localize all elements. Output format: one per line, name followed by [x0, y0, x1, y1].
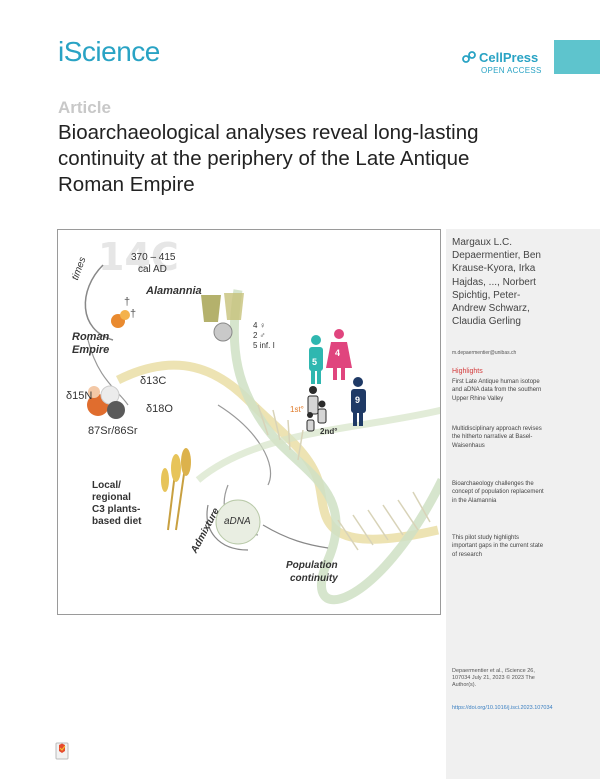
male-figure-icon	[309, 335, 323, 384]
cross-icon: †	[124, 296, 130, 308]
journal-name: iScience	[58, 36, 160, 67]
graphical-abstract: 14C † †	[57, 229, 441, 615]
glass-beaker-icon	[201, 295, 221, 322]
arrow-curve	[262, 524, 329, 549]
highlights-heading: Highlights	[452, 368, 483, 375]
correspondence-email[interactable]: m.depaermentier@unibas.ch	[452, 350, 517, 356]
dna-strand	[195, 406, 440, 483]
dna-strand	[115, 360, 440, 544]
location-dot	[120, 310, 130, 320]
female-count: 4	[335, 348, 341, 358]
adna-label: aDNA	[224, 516, 251, 527]
highlight-item: First Late Antique human isotope and aDN…	[452, 379, 542, 402]
roman-label-line1: Roman	[72, 331, 110, 343]
author-list: Margaux L.C. Depaermentier, Ben Krause-K…	[452, 237, 541, 328]
dna-strand	[229, 289, 440, 605]
timeline-arrow	[84, 264, 114, 341]
diet-line2: regional	[92, 492, 131, 503]
cellpress-icon	[462, 51, 476, 63]
group-count: 9	[355, 395, 361, 405]
check-for-updates-icon[interactable]	[55, 742, 69, 760]
first-degree-label: 1st°	[290, 405, 304, 414]
sex-male-count: 2 ♂	[253, 331, 266, 340]
coin-icon	[213, 322, 233, 342]
population-line2: continuity	[290, 573, 338, 584]
c14-watermark: 14C	[98, 235, 179, 279]
isotope-label-c: δ13C	[140, 375, 167, 387]
isotope-ball	[88, 386, 100, 398]
diet-line3: C3 plants-	[92, 504, 141, 515]
dna-rungs	[257, 404, 431, 551]
open-access-label: OPEN ACCESS	[481, 66, 542, 75]
arrow-curve	[206, 504, 249, 551]
publisher-name: CellPress	[479, 50, 539, 65]
family-figure-icon	[306, 377, 366, 432]
highlight-item: Bioarchaeology challenges the concept of…	[452, 481, 544, 504]
diet-line4: based diet	[92, 516, 142, 527]
roman-label-line2: Empire	[72, 344, 110, 356]
male-count: 5	[312, 357, 318, 367]
highlight-item: This pilot study highlights important ga…	[452, 535, 544, 558]
wheat-icon	[161, 448, 191, 531]
publisher-logo[interactable]: CellPress	[462, 50, 538, 65]
cross-icon: †	[130, 308, 136, 320]
header-accent-tab	[554, 40, 600, 74]
alamannia-label: Alamannia	[146, 285, 202, 297]
page-title: Bioarchaeological analyses reveal long-l…	[58, 121, 479, 196]
sidebar-panel	[446, 229, 600, 779]
dating-unit: cal AD	[138, 264, 167, 275]
graphical-abstract-art: 14C † †	[84, 235, 440, 605]
doi-link[interactable]: https://doi.org/10.1016/j.isci.2023.1070…	[452, 705, 553, 711]
arrow-curve	[87, 339, 129, 406]
article-type: Article	[58, 98, 111, 117]
population-line1: Population	[286, 560, 338, 571]
dating-range: 370 – 415	[131, 252, 176, 263]
highlight-item: Multidisciplinary approach revises the h…	[452, 426, 542, 449]
diet-line1: Local/	[92, 480, 121, 491]
glass-beaker-icon	[224, 293, 244, 320]
adna-circle	[215, 499, 261, 545]
infant-count: 5 inf. I	[253, 341, 275, 350]
isotope-ball	[107, 401, 125, 419]
female-figure-icon	[326, 329, 352, 380]
isotope-label-sr: 87Sr/86Sr	[88, 425, 138, 437]
sex-female-count: 4 ♀	[253, 321, 266, 330]
second-degree-label: 2nd°	[320, 427, 338, 436]
isotope-label-n: δ15N	[66, 390, 93, 402]
citation-text: Depaermentier et al., iScience 26, 10703…	[452, 668, 535, 689]
isotope-label-o: δ18O	[146, 403, 173, 415]
